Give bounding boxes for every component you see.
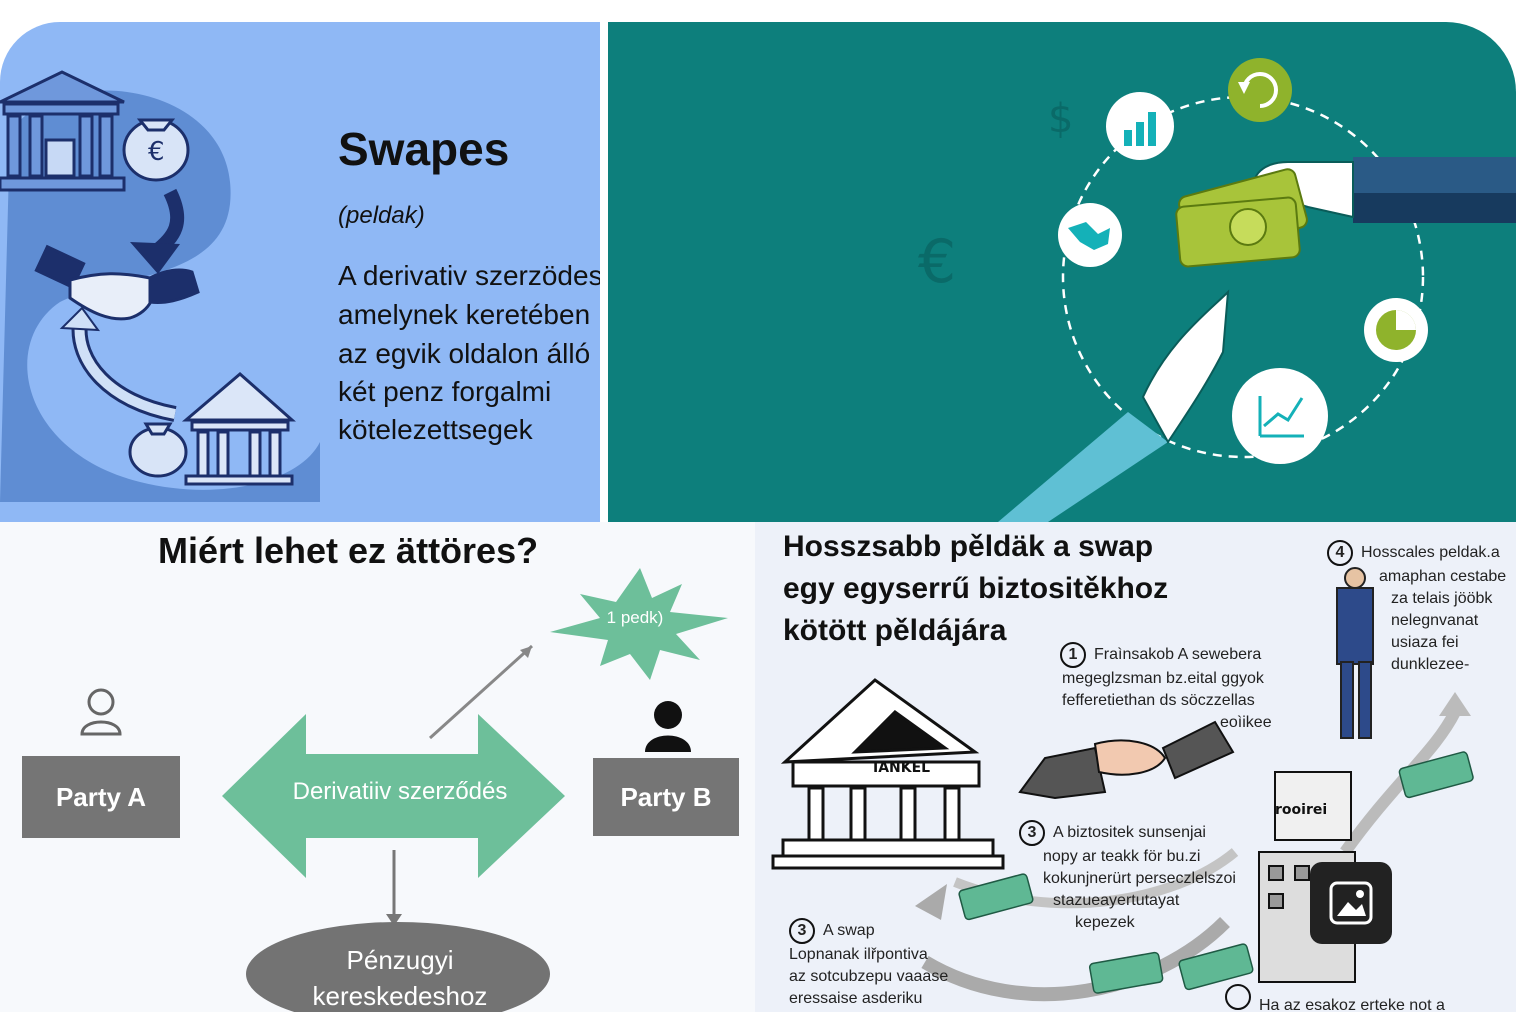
step-text: A swap <box>823 922 875 939</box>
step-text: stazueayertutayat <box>1053 892 1180 909</box>
burst-label: 1 pedk) <box>606 608 664 627</box>
svg-text:€: € <box>148 137 165 167</box>
bank-icon <box>771 678 1005 870</box>
growth-chart-icon <box>1106 92 1174 160</box>
step-text: Hosscales peldak.a <box>1361 544 1500 561</box>
bank-sign: IANKEL <box>873 760 930 776</box>
finance-exchange-panel: € $ <box>608 22 1516 522</box>
step-4: 4 Hosscales peldak.a amaphan cestabe za t… <box>1327 540 1506 676</box>
money-icon <box>958 751 1474 994</box>
step-text: az sotcubzepu vaaase <box>789 968 949 985</box>
body-line: két penz forgalmi <box>338 376 552 407</box>
bank-icon <box>0 70 126 192</box>
section-title-line: Hosszsabb pěldäk a swap <box>783 530 1154 563</box>
step-3b: 3 A swap Lopnanak ilřpontiva az sotcubzep… <box>789 918 948 1010</box>
step-text: eoìikee <box>1220 714 1272 731</box>
burst-shape <box>550 568 728 680</box>
step-text: A biztositek sunsenjai <box>1053 824 1206 841</box>
exchange-illustration: € $ <box>918 58 1516 522</box>
person-icon <box>80 688 122 736</box>
bottom-note: Ha az esakoz erteke not a <box>1225 984 1445 1012</box>
building-sign: rooirei <box>1275 802 1327 818</box>
hand-receiving <box>998 289 1230 522</box>
person-icon <box>1336 567 1374 739</box>
step-text: Fraìnsakob A sewebera <box>1094 646 1262 663</box>
person-icon <box>645 701 691 752</box>
step-1: 1 Fraìnsakob A sewebera megeglzsman bz.ei… <box>1060 642 1272 734</box>
step-text: nopy ar teakk för bu.zi <box>1043 848 1201 865</box>
why-breakthrough-panel: Miért lehet ez ättöres? 1 pedk) Party A … <box>0 522 755 1012</box>
money-bag-icon <box>128 422 188 478</box>
step-3a: 3 A biztositek sunsenjai nopy ar teakk fö… <box>1019 820 1236 934</box>
bank-icon <box>181 372 296 486</box>
body-line: az egvik oldalon álló <box>338 338 591 369</box>
collateral-example-panel: Hosszsabb pěldäk a swap egy egyserrű biz… <box>755 522 1516 1012</box>
party-diagram <box>80 568 728 1012</box>
body-line: amelynek keretében <box>338 299 591 330</box>
step-text: eressaise asderiku <box>789 990 923 1007</box>
step-text: amaphan cestabe <box>1379 568 1507 585</box>
page-title: Swapes <box>338 123 510 175</box>
step-text: kepezek <box>1075 914 1135 931</box>
image-glyph <box>1329 881 1373 925</box>
money-stack-icon <box>1175 168 1308 268</box>
step-text: Lopnanak ilřpontiva <box>789 946 928 963</box>
handshake-icon <box>1018 720 1235 800</box>
swap-illustration: € <box>0 70 320 503</box>
swapes-intro-panel: € Swapes (peldak) A derivativ szerzödes … <box>0 22 600 522</box>
step-number <box>1225 984 1251 1010</box>
party-b-box: Party B <box>593 758 739 836</box>
money-bag-icon: € <box>122 118 190 182</box>
trend-chart-icon <box>1232 368 1328 464</box>
refresh-icon <box>1228 58 1292 122</box>
section-title-line: egy egyserrű biztositěkhoz <box>783 572 1169 605</box>
step-number: 3 <box>1019 820 1045 846</box>
step-text: za telais jööbk <box>1391 590 1493 607</box>
globe-icon <box>1058 203 1122 267</box>
step-number: 1 <box>1060 642 1086 668</box>
body-line: A derivativ szerzödes <box>338 260 600 291</box>
step-text: megeglzsman bz.eital ggyok <box>1062 670 1264 687</box>
finance-label-line: kereskedeshoz <box>312 981 488 1011</box>
step-text: fefferetiethan ds söczzellas <box>1062 692 1255 709</box>
finance-ellipse <box>246 922 550 1012</box>
note-text: Ha az esakoz erteke not a <box>1259 997 1445 1012</box>
step-number: 4 <box>1327 540 1353 566</box>
collateral-illustration: IANKEL rooirei <box>771 567 1474 1002</box>
step-text: usiaza fei <box>1391 634 1459 651</box>
section-title-line: kötött pěldájára <box>783 614 1007 647</box>
party-a-box: Party A <box>22 756 180 838</box>
pie-chart-icon <box>1364 298 1428 362</box>
double-arrow <box>222 714 565 878</box>
section-title: Miért lehet ez ättöres? <box>158 530 539 571</box>
step-text: kokunjnerürt perseczlelszoi <box>1043 870 1236 887</box>
step-text: nelegnvanat <box>1391 612 1479 629</box>
body-line: kötelezettsegek <box>338 414 533 445</box>
finance-label: Pénzugyi kereskedeshoz <box>250 942 550 1012</box>
subtitle: (peldak) <box>338 202 425 229</box>
handshake-icon <box>34 244 200 321</box>
step-number: 3 <box>789 918 815 944</box>
svg-text:€: € <box>918 227 956 297</box>
step-text: dunklezee- <box>1391 656 1470 673</box>
svg-text:$: $ <box>1048 96 1073 142</box>
finance-label-line: Pénzugyi <box>346 945 454 975</box>
image-icon[interactable] <box>1310 862 1392 944</box>
contract-label: Derivatiiv szerződés <box>292 778 508 805</box>
